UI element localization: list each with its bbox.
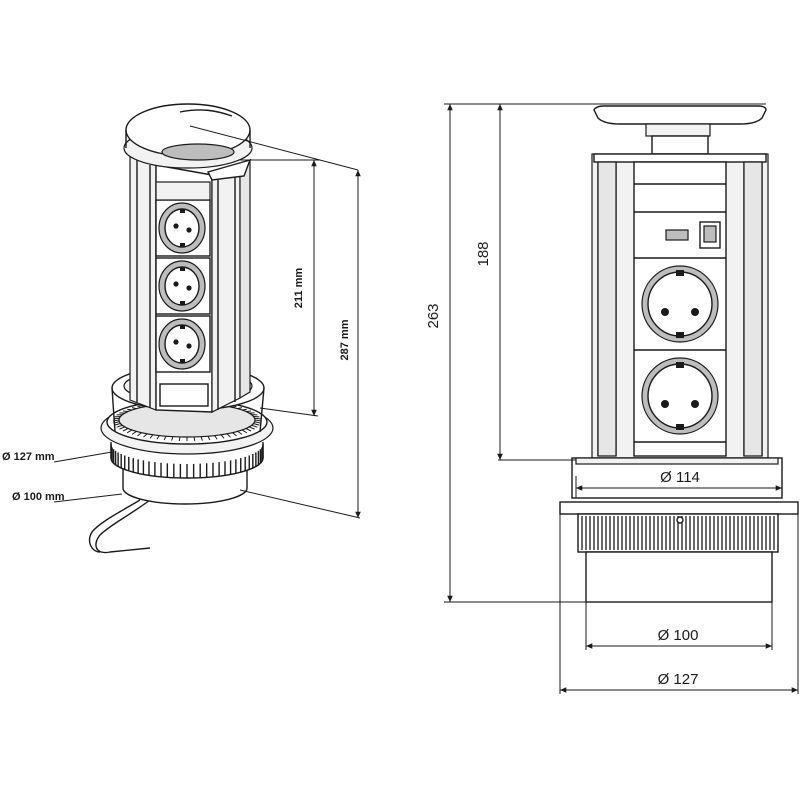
iso-dim-127: Ø 127 mm xyxy=(2,451,55,463)
usb-port-icon xyxy=(665,229,689,241)
power-cable xyxy=(95,499,151,554)
front-dim-100: Ø 100 xyxy=(658,627,699,644)
front-dim-127: Ø 127 xyxy=(658,671,699,688)
iso-dim-100: Ø 100 mm xyxy=(12,491,65,503)
power-socket-icon xyxy=(158,318,206,370)
front-dim-188: 188 xyxy=(475,241,492,266)
iso-dim-211: 211 mm xyxy=(293,268,305,309)
power-socket-icon xyxy=(641,357,719,435)
iso-dim-287: 287 mm xyxy=(339,319,351,360)
front-body-cylinder xyxy=(585,551,773,603)
front-dim-114: Ø 114 xyxy=(660,469,700,486)
power-socket-icon xyxy=(158,260,206,312)
front-view: 263 188 Ø 114 Ø 100 Ø 127 xyxy=(425,103,799,694)
iso-view: 211 mm 287 mm Ø 127 mm Ø 100 mm xyxy=(2,103,361,554)
power-socket-icon xyxy=(158,202,206,254)
front-flange xyxy=(559,501,799,515)
iso-tower xyxy=(123,103,253,413)
front-top-lid xyxy=(593,105,767,125)
front-dim-263: 263 xyxy=(425,303,442,328)
power-socket-icon xyxy=(641,265,719,343)
